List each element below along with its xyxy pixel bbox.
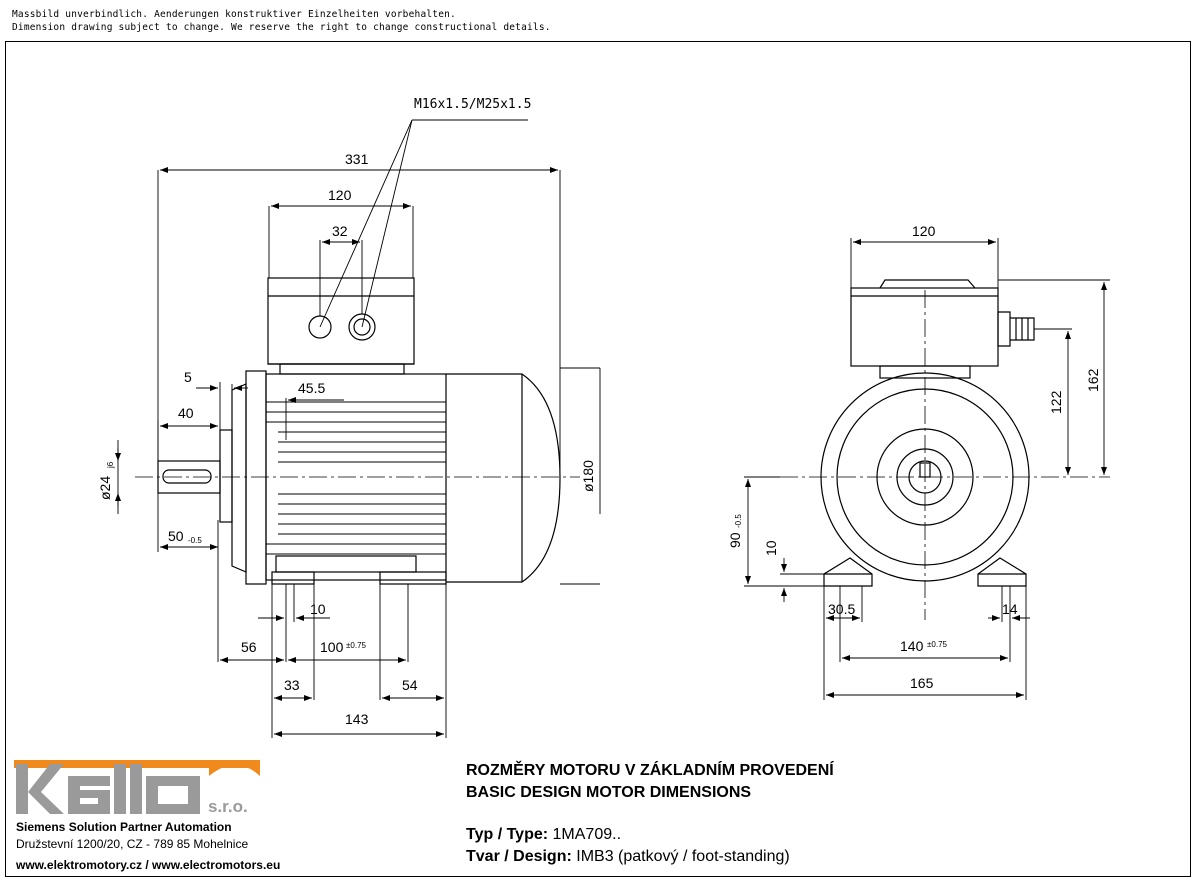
dim-331: 331 <box>345 151 369 167</box>
dim-120-end: 120 <box>912 223 936 239</box>
dim-140-tolerance: ±0.75 <box>927 640 948 649</box>
shaft-key <box>162 469 212 484</box>
note-english: Dimension drawing subject to change. We … <box>12 22 551 33</box>
dim-143: 143 <box>345 711 369 727</box>
logo-suffix: s.r.o. <box>208 797 248 816</box>
title-en: BASIC DESIGN MOTOR DIMENSIONS <box>466 784 752 801</box>
spec-type: Typ / Type: 1MA709.. <box>466 826 621 844</box>
foot-left-end <box>823 557 873 587</box>
foot-front <box>271 571 315 585</box>
company-address: Družstevní 1200/20, CZ - 789 85 Mohelnic… <box>16 837 249 851</box>
dim-56: 56 <box>241 639 257 655</box>
dim-100-tolerance: ±0.75 <box>346 641 367 650</box>
terminal-box <box>267 277 415 365</box>
dim-33: 33 <box>284 677 300 693</box>
dim-180: ø180 <box>580 460 596 492</box>
dim-45-5: 45.5 <box>298 380 325 396</box>
side-view <box>135 277 580 585</box>
dim-162: 162 <box>1085 368 1101 392</box>
dim-10-side: 10 <box>310 601 326 617</box>
spec-design-value: IMB3 (patkový / foot-standing) <box>576 848 790 865</box>
dim-32: 32 <box>332 223 348 239</box>
company-partner: Siemens Solution Partner Automation <box>16 820 232 834</box>
terminal-box-end <box>850 287 999 367</box>
dim-90: 90 <box>727 532 743 548</box>
dim-140: 140 <box>900 638 924 654</box>
end-shield <box>245 370 267 585</box>
dim-30-5: 30.5 <box>828 601 855 617</box>
dim-90-tolerance: -0.5 <box>734 514 743 528</box>
dimension-labels: M16x1.5/M25x1.5 331 120 32 5 40 45.5 ø24… <box>97 97 1101 727</box>
spec-design-label: Tvar / Design: <box>466 848 572 865</box>
dim-shaft-tolerance: j6 <box>106 461 115 469</box>
end-view <box>780 279 1110 620</box>
bearing-flange <box>231 383 247 573</box>
dim-100: 100 <box>320 639 344 655</box>
title-cz: ROZMĚRY MOTORU V ZÁKLADNÍM PROVEDENÍ <box>466 762 834 779</box>
dim-10-end: 10 <box>763 540 779 556</box>
spec-type-value: 1MA709.. <box>552 826 622 843</box>
dim-50-tolerance: -0.5 <box>188 536 202 545</box>
dim-shaft-diameter: ø24 <box>97 476 113 500</box>
spec-type-label: Typ / Type: <box>466 826 549 843</box>
dim-50: 50 <box>168 528 184 544</box>
dim-122: 122 <box>1048 390 1064 414</box>
thread-label: M16x1.5/M25x1.5 <box>414 97 531 112</box>
cable-gland-end <box>997 311 1011 347</box>
dim-40: 40 <box>178 405 194 421</box>
dim-14: 14 <box>1002 601 1018 617</box>
company-web[interactable]: www.elektromotory.cz / www.electromotors… <box>16 858 281 872</box>
dim-165: 165 <box>910 675 934 691</box>
note-german: Massbild unverbindlich. Aenderungen kons… <box>12 9 456 20</box>
dim-54: 54 <box>402 677 418 693</box>
side-dims <box>115 119 601 738</box>
dim-120-side: 120 <box>328 187 352 203</box>
kello-logo: s.r.o. <box>14 760 260 816</box>
logo-letters <box>16 764 200 814</box>
fan-cowl <box>446 373 561 583</box>
cooling-fins <box>266 401 446 555</box>
drawing-frame <box>5 41 1191 877</box>
foot-rear <box>379 571 447 585</box>
spec-design: Tvar / Design: IMB3 (patkový / foot-stan… <box>466 848 790 866</box>
end-dims <box>744 238 1110 700</box>
shaft-shoulder <box>219 429 233 523</box>
dim-5: 5 <box>184 369 192 385</box>
